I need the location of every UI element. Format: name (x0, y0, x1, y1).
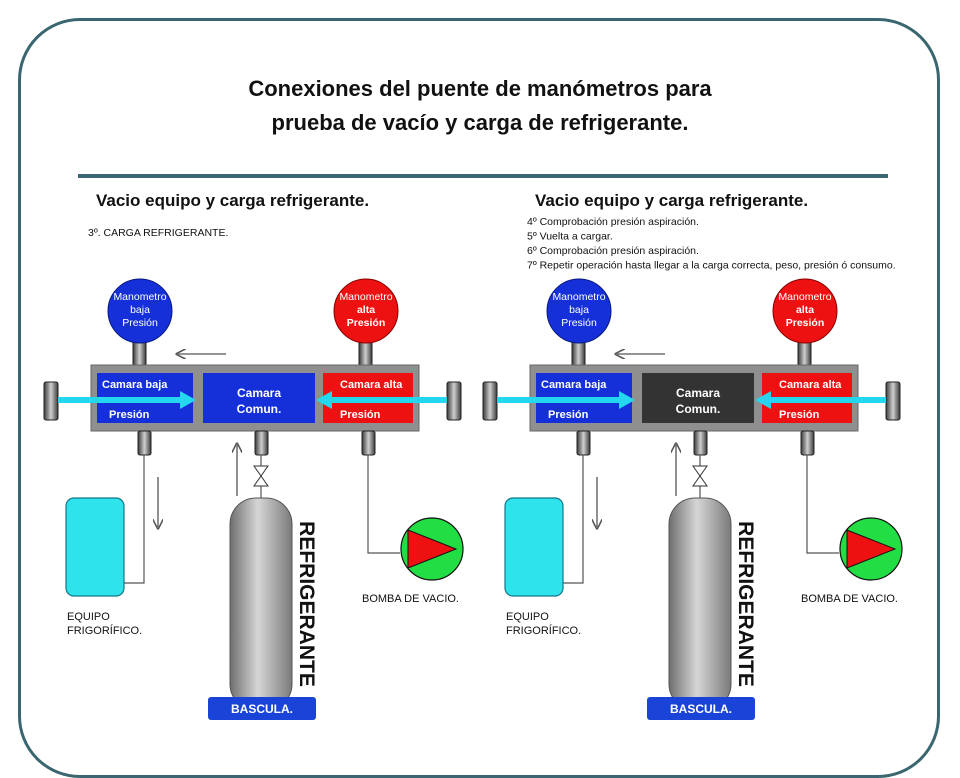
refrigerant-cylinder (668, 497, 732, 711)
port-high-stem (361, 430, 376, 456)
low-chamber-sublabel: Presión (548, 409, 589, 421)
port-common-stem (693, 430, 708, 456)
hose-to-equipment (562, 455, 584, 584)
equipment-label-1: EQUIPO (67, 611, 110, 623)
manifold-diagram: Vacio equipo y carga refrigerante. 3º. CA… (43, 191, 903, 720)
gauge-low-dial (107, 278, 173, 344)
step-text-4: 7º Repetir operación hasta llegar a la c… (527, 260, 896, 272)
step-text-3: 6º Comprobación presión aspiración. (527, 245, 699, 257)
right-end-knob (446, 381, 462, 421)
cylinder-label: REFRIGERANTE (295, 521, 318, 687)
equipment-label-1: EQUIPO (506, 611, 549, 623)
gauge-high-label-1: Manometro (778, 291, 831, 303)
cylinder-valve-top (692, 465, 708, 477)
flow-arrow-left-head (180, 391, 196, 409)
gauge-high-dial (333, 278, 399, 344)
port-high-stem (800, 430, 815, 456)
scale-label: BASCULA. (231, 702, 293, 716)
equipment-label-2: FRIGORÍFICO. (506, 624, 581, 637)
common-chamber-label-2: Comun. (676, 402, 721, 416)
flow-arrow-left-shaft (497, 397, 621, 403)
high-chamber-label: Camara alta (779, 379, 842, 391)
pump-label: BOMBA DE VACIO. (362, 593, 459, 605)
low-chamber-label: Camara baja (102, 379, 168, 391)
flow-arrow-left-shaft (58, 397, 182, 403)
step-text-1: 3º. CARGA REFRIGERANTE. (88, 227, 228, 239)
slide-title-line-2: prueba de vacío y carga de refrigerante. (271, 110, 689, 135)
port-common-stem (254, 430, 269, 456)
equipment-label-2: FRIGORÍFICO. (67, 624, 142, 637)
vacuum-pump-triangle (407, 529, 458, 569)
gauge-high-label-1: Manometro (339, 291, 392, 303)
gauge-low-label-3: Presión (561, 317, 597, 329)
low-chamber-sublabel: Presión (109, 409, 150, 421)
refrigeration-equipment (504, 497, 564, 597)
gauge-high-dial (772, 278, 838, 344)
gauge-low-label-2: baja (130, 304, 150, 316)
cylinder-valve-top (253, 465, 269, 477)
panel-2: Vacio equipo y carga refrigerante. 4º Com… (482, 191, 903, 720)
flow-arrow-right-shaft (330, 397, 447, 403)
scale-base (208, 697, 316, 720)
refrigeration-equipment (65, 497, 125, 597)
high-chamber-sublabel: Presión (340, 409, 381, 421)
slide-title-line-1: Conexiones del puente de manómetros para (248, 76, 712, 101)
gauge-low-label-1: Manometro (113, 291, 166, 303)
common-chamber (203, 373, 315, 423)
flow-arrow-right-head (316, 391, 332, 409)
gauge-low-label-3: Presión (122, 317, 158, 329)
panel-1: Vacio equipo y carga refrigerante. 3º. CA… (43, 191, 464, 720)
flow-arrow-right-shaft (769, 397, 886, 403)
hose-to-equipment (123, 455, 145, 584)
refrigerant-cylinder (229, 497, 293, 711)
gauge-high-label-3: Presión (786, 317, 825, 329)
scale-label: BASCULA. (670, 702, 732, 716)
common-chamber-label-1: Camara (676, 386, 720, 400)
port-low-stem (576, 430, 591, 456)
title-divider (78, 174, 888, 178)
hose-to-pump (806, 455, 839, 554)
panel-heading: Vacio equipo y carga refrigerante. (96, 191, 369, 210)
right-end-knob (885, 381, 901, 421)
cylinder-valve-bottom (692, 475, 708, 487)
gauge-low-dial (546, 278, 612, 344)
step-text-1: 4º Comprobación presión aspiración. (527, 216, 699, 228)
left-end-knob (482, 381, 498, 421)
gauge-low-label-2: baja (569, 304, 589, 316)
common-chamber-label-2: Comun. (237, 402, 282, 416)
gauge-high-label-3: Presión (347, 317, 386, 329)
step-text-2: 5º Vuelta a cargar. (527, 231, 613, 243)
gauge-low-label-1: Manometro (552, 291, 605, 303)
pump-label: BOMBA DE VACIO. (801, 593, 898, 605)
gauge-high-label-2: alta (357, 304, 375, 316)
cylinder-valve-bottom (253, 475, 269, 487)
high-chamber-label: Camara alta (340, 379, 403, 391)
high-chamber-sublabel: Presión (779, 409, 820, 421)
low-chamber-label: Camara baja (541, 379, 607, 391)
left-end-knob (43, 381, 59, 421)
port-low-stem (137, 430, 152, 456)
common-chamber-label-1: Camara (237, 386, 281, 400)
panel-heading: Vacio equipo y carga refrigerante. (535, 191, 808, 210)
hose-to-pump (367, 455, 400, 554)
gauge-high-label-2: alta (796, 304, 814, 316)
common-chamber (642, 373, 754, 423)
scale-base (647, 697, 755, 720)
flow-arrow-right-head (755, 391, 771, 409)
cylinder-label: REFRIGERANTE (734, 521, 757, 687)
flow-arrow-left-head (619, 391, 635, 409)
vacuum-pump-triangle (846, 529, 897, 569)
